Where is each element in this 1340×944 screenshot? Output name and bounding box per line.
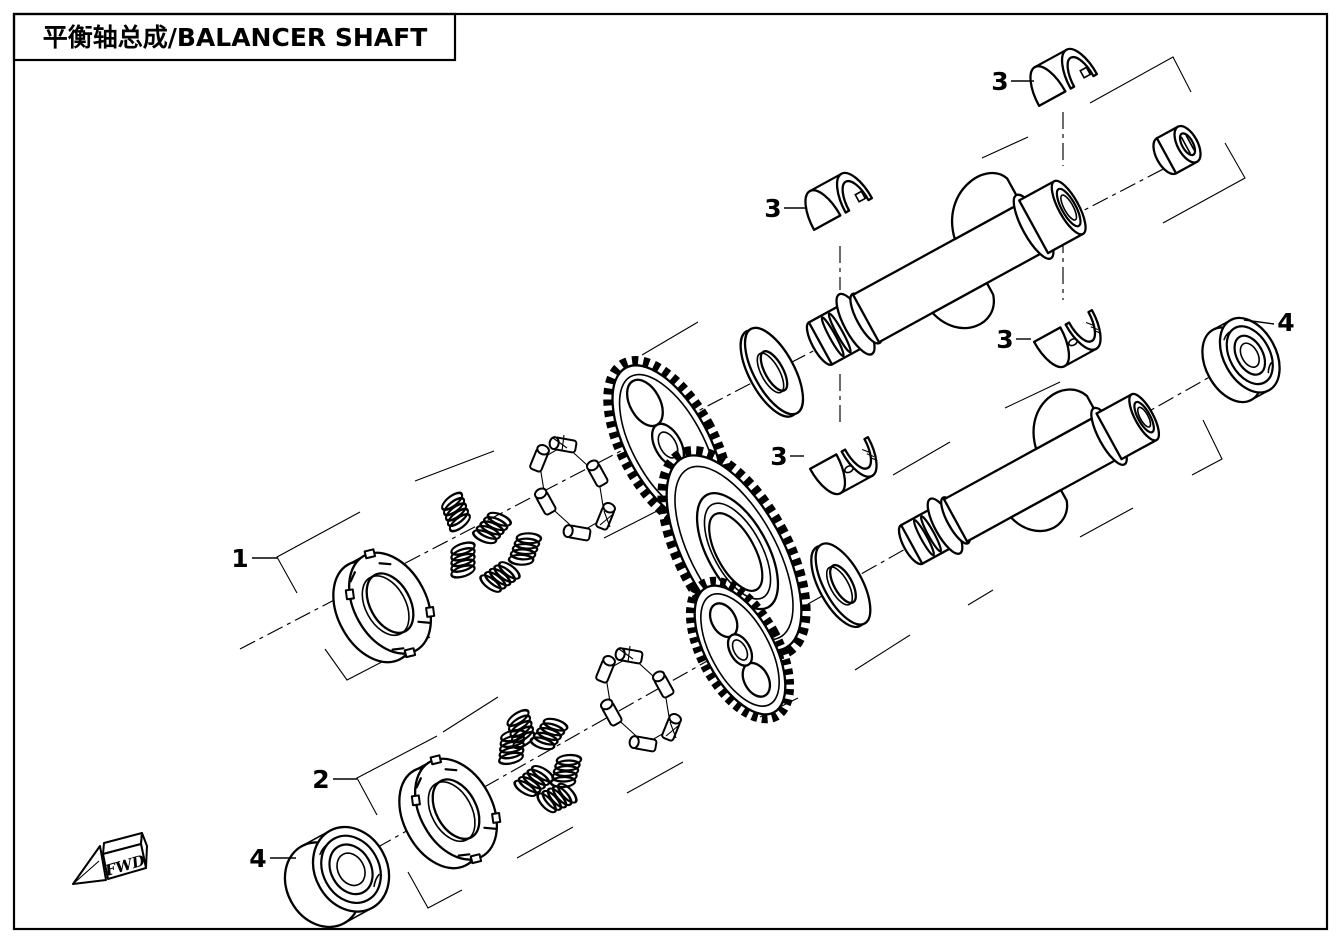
bracket-mark [1162,142,1246,224]
ball-bearing-front [283,825,391,929]
bracket-mark [1191,419,1223,476]
bracket-mark [641,321,699,356]
bushing [1152,124,1202,176]
bracket-mark [967,589,994,606]
gear-hub-bore [731,639,749,661]
boss-bore-inner [1060,194,1078,221]
bearing-inner-race [1233,334,1267,376]
bearing-outer-race [1225,325,1274,386]
boss-bore-inner [1136,406,1152,428]
bracket-mark [854,634,911,671]
fwd-arrow-shaft [102,843,147,880]
shaft-groove [827,312,852,354]
callout-4-label-right: 4 [1277,308,1294,337]
bracket-mark [892,441,951,476]
gear-hub-bore [708,512,764,592]
bearing-ball-hint [319,844,380,888]
gear-rim-line [674,465,794,641]
fwd-arrow-head [72,845,107,885]
gear-teeth [657,446,811,660]
shaft-groove [820,316,845,358]
bushing-slot [1180,134,1195,154]
callout-3-label-mid: 3 [996,325,1013,354]
callout-2-label: 2 [312,765,329,794]
bracket-mark [603,508,662,539]
bearing-bore [1239,342,1260,369]
boundary-brackets [276,56,1246,909]
bearing-outer-race [320,834,382,904]
balancer-gear-lower [685,576,795,724]
bracket-mark [276,511,361,594]
thrust-washer-upper [739,326,805,418]
gear-hub [726,633,754,667]
callout-1-label: 1 [231,544,248,573]
washer-hole-depth [756,352,785,394]
gear-teeth [685,576,795,724]
callout-3-label-left: 3 [764,194,781,223]
counterweight-upper [1032,388,1099,451]
shaft-groove [912,518,936,557]
bracket-mark [356,735,438,816]
bearing-ball-hint [1223,331,1272,374]
washer-hole [829,563,857,605]
balancer-shaft-lower [897,388,1161,566]
bracket-mark [1089,56,1192,104]
bearing-bore [336,852,366,887]
bracket-mark [407,871,463,909]
callout-3-label-lower: 3 [770,442,787,471]
gear-hub-ring [703,502,772,600]
callout-3-label-top: 3 [991,67,1008,96]
gear-hub-sleeve [695,491,780,611]
boss-bore [1055,187,1082,228]
bracket-mark [626,761,684,794]
bracket-mark [442,696,499,733]
counterweight-lower [931,281,995,330]
balancer-shaft-upper [805,172,1087,366]
callouts: 1 2 3 3 3 3 4 4 [231,67,1294,873]
balancer-gear-middle [657,446,811,660]
ball-bearing-rear [1201,316,1281,404]
bracket-mark [516,826,574,859]
page-title: 平衡轴总成/BALANCER SHAFT [43,23,428,52]
bearing-face [1218,316,1281,394]
title-box [12,12,457,62]
gear-rim-line [700,593,780,707]
washer-hole [759,350,789,392]
thrust-washer-lower [810,542,872,629]
boss-bore [1133,400,1155,434]
counterweight-lower [1009,488,1069,533]
callout-leader [1243,319,1275,325]
callout-4-label-bottom: 4 [249,844,266,873]
boss-cap [1050,179,1087,236]
bracket-mark [1004,381,1061,409]
washer-hole-depth [825,566,854,606]
fwd-arrow-head-line [72,860,100,885]
bracket-mark [414,450,495,482]
bracket-mark [981,136,1029,159]
page-border [12,12,1329,931]
counterweight-upper [951,172,1022,241]
boss-cap [1128,392,1161,442]
bracket-mark [1079,507,1134,538]
bushing-bore [1178,132,1197,157]
bearing-inner-race [328,843,374,896]
